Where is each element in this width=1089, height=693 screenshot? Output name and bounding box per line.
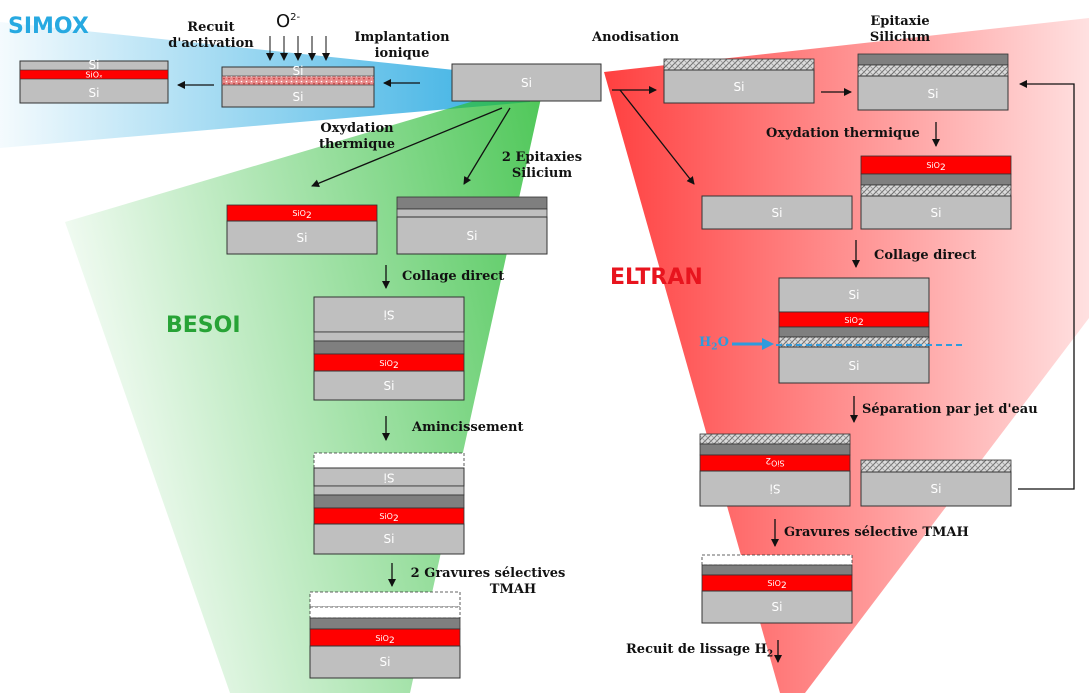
simox-final-wafer: Si SiOₓ Si — [19, 58, 169, 104]
svg-text:Si: Si — [384, 471, 395, 485]
svg-text:Si: Si — [931, 482, 942, 496]
svg-text:Si: Si — [297, 231, 308, 245]
arrow-si-to-epitaxies — [463, 107, 511, 185]
besoi-bonded-stack: Si SiO2 Si — [313, 296, 465, 401]
title-besoi: BESOI — [166, 313, 241, 338]
eltran-bonded-stack: Si SiO2 Si — [778, 277, 930, 384]
svg-text:Si: Si — [293, 90, 304, 104]
eltran-separated-soi: SiO2 Si — [699, 433, 851, 507]
svg-text:Si: Si — [931, 206, 942, 220]
svg-text:Si: Si — [384, 308, 395, 322]
implant-arrows — [266, 36, 330, 61]
eltran-porous-wafer: Si — [663, 58, 815, 104]
label-separation: Séparation par jet d'eau — [862, 402, 1038, 417]
label-h2o: H2O — [699, 335, 729, 353]
arrow-anodisation-to-handle — [619, 89, 695, 185]
svg-text:Si: Si — [521, 76, 532, 90]
label-oxydation-eltran: Oxydation thermique — [766, 126, 920, 141]
label-collage-besoi: Collage direct — [402, 269, 505, 284]
svg-text:Si: Si — [384, 379, 395, 393]
svg-text:Si: Si — [772, 206, 783, 220]
eltran-recycled-wafer: Si — [860, 459, 1012, 507]
besoi-oxidized-wafer: SiO2 Si — [226, 204, 378, 255]
svg-text:Si: Si — [734, 80, 745, 94]
title-eltran: ELTRAN — [610, 265, 703, 290]
svg-text:Si: Si — [384, 532, 395, 546]
water-jet — [732, 338, 964, 350]
svg-text:Si: Si — [770, 482, 781, 496]
eltran-epitaxy-wafer: Si — [857, 53, 1009, 111]
arrow-recycle-loop — [1018, 80, 1075, 490]
svg-text:Si: Si — [772, 600, 783, 614]
title-simox: SIMOX — [8, 14, 89, 39]
svg-text:Si: Si — [89, 58, 100, 72]
besoi-thinned-stack: Si SiO2 Si — [313, 452, 465, 555]
besoi-epitaxy-wafer: Si — [396, 196, 548, 255]
initial-si-wafer: Si — [451, 63, 602, 102]
svg-text:Si: Si — [293, 64, 304, 78]
label-amincissement: Amincissement — [412, 420, 524, 435]
label-gravures-eltran: Gravures sélective TMAH — [784, 525, 969, 540]
o2-label: O2- — [276, 11, 301, 32]
eltran-final-soi: SiO2 Si — [701, 554, 853, 624]
eltran-handle-wafer: Si — [701, 195, 853, 230]
svg-text:Si: Si — [467, 229, 478, 243]
arrow-si-to-oxydation — [311, 107, 503, 188]
svg-text:SiOₓ: SiOₓ — [85, 71, 103, 80]
svg-text:Si: Si — [849, 288, 860, 302]
label-collage-eltran: Collage direct — [874, 248, 977, 263]
simox-implanted-wafer: Si Si — [221, 64, 375, 108]
label-recuit-lissage: Recuit de lissage H2 — [626, 642, 774, 660]
svg-text:Si: Si — [380, 655, 391, 669]
eltran-oxidized-wafer: SiO2 Si — [860, 155, 1012, 230]
besoi-final-stack: SiO2 Si — [309, 591, 461, 679]
label-anodisation: Anodisation — [592, 30, 680, 45]
svg-text:Si: Si — [928, 87, 939, 101]
besoi-region — [65, 80, 545, 693]
svg-text:Si: Si — [89, 86, 100, 100]
svg-text:Si: Si — [849, 359, 860, 373]
